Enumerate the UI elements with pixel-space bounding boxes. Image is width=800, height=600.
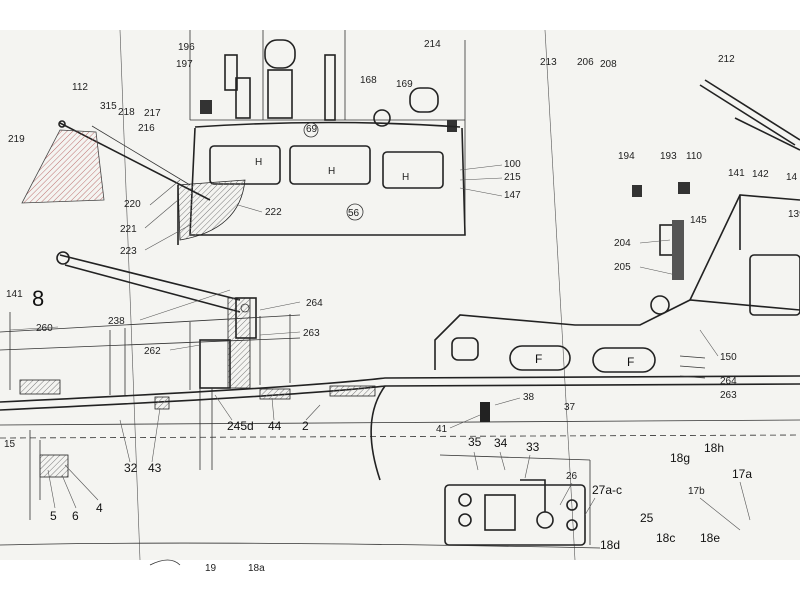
part-label-264b: 264 [720, 376, 737, 387]
part-label-38: 38 [523, 392, 535, 403]
part-label-263a: 263 [303, 328, 320, 339]
part-label-35: 35 [468, 435, 482, 449]
paper-fold-crease [544, 29, 576, 561]
part-label-197: 197 [176, 59, 193, 70]
railing-drawing [0, 312, 301, 395]
part-label-208: 208 [600, 59, 617, 70]
wheelhouse-drawing: H H H [177, 30, 466, 245]
part-label-4: 4 [96, 501, 103, 515]
window-label: F [627, 355, 634, 369]
part-label-44: 44 [268, 419, 282, 433]
part-label-204: 204 [614, 238, 631, 249]
part-label-32: 32 [124, 461, 138, 475]
part-label-27a-c: 27a-c [592, 483, 622, 497]
part-label-110: 110 [686, 151, 702, 162]
part-label-14: 14 [786, 172, 798, 183]
part-label-245d: 245d [227, 419, 254, 433]
part-label-222: 222 [265, 207, 282, 218]
part-label-69: 69 [306, 124, 318, 135]
part-label-221: 221 [120, 224, 137, 235]
window-label: H [402, 172, 409, 183]
part-label-214: 214 [424, 39, 441, 50]
part-label-315: 315 [100, 101, 117, 112]
part-label-169: 169 [396, 79, 413, 90]
part-label-15: 15 [4, 439, 16, 450]
part-label-18a: 18a [248, 563, 265, 574]
part-label-194: 194 [618, 151, 635, 162]
part-label-33: 33 [526, 440, 540, 454]
part-label-145: 145 [690, 215, 707, 226]
part-label-196: 196 [178, 42, 195, 53]
part-label-34: 34 [494, 436, 508, 450]
part-label-8: 8 [32, 286, 44, 311]
flagstaff-drawing [21, 120, 211, 204]
part-label-17a: 17a [732, 467, 752, 481]
part-label-37: 37 [564, 402, 576, 413]
part-label-215: 215 [504, 172, 521, 183]
part-label-43: 43 [148, 461, 162, 475]
part-label-238: 238 [108, 316, 125, 327]
part-label-264a: 264 [306, 298, 323, 309]
paper-fold-crease [119, 29, 141, 561]
part-label-25: 25 [640, 511, 654, 525]
part-label-142: 142 [752, 169, 769, 180]
part-label-260: 260 [36, 323, 53, 334]
part-label-141: 141 [728, 168, 745, 179]
part-label-19: 19 [205, 563, 217, 574]
part-label-223: 223 [120, 246, 137, 257]
part-label-205: 205 [614, 262, 631, 273]
part-label-213: 213 [540, 57, 557, 68]
part-label-2: 2 [302, 419, 309, 433]
part-label-6: 6 [72, 509, 79, 523]
part-label-212: 212 [718, 54, 735, 65]
paper-background [0, 30, 800, 560]
part-label-18c: 18c [656, 531, 675, 545]
part-label-147: 147 [504, 190, 521, 201]
part-label-18e: 18e [700, 531, 720, 545]
part-label-18g: 18g [670, 451, 690, 465]
part-label-56: 56 [348, 208, 360, 219]
part-label-5: 5 [50, 509, 57, 523]
part-label-217: 217 [144, 108, 161, 119]
window-label: H [255, 157, 262, 168]
window-label: H [328, 166, 335, 177]
part-label-220: 220 [124, 199, 141, 210]
part-label-206: 206 [577, 57, 594, 68]
crane-drawing [56, 251, 257, 470]
part-label-219: 219 [8, 134, 25, 145]
deckhouse-right-drawing [632, 79, 800, 316]
part-label-139: 139 [788, 209, 800, 220]
part-label-100: 100 [504, 159, 521, 170]
center-deckhouse-drawing: F F [434, 299, 800, 379]
window-label: F [535, 352, 542, 366]
part-label-150: 150 [720, 352, 737, 363]
part-label-262: 262 [144, 346, 161, 357]
part-label-216: 216 [138, 123, 155, 134]
part-label-218: 218 [118, 107, 135, 118]
part-label-168: 168 [360, 75, 377, 86]
hull-deck-drawing [0, 375, 800, 520]
part-label-41: 41 [436, 424, 448, 435]
part-label-112: 112 [72, 82, 88, 93]
part-label-193: 193 [660, 151, 677, 162]
part-label-18d: 18d [600, 538, 620, 552]
part-label-17b: 17b [688, 486, 705, 497]
part-label-263b: 263 [720, 390, 737, 401]
part-label-26: 26 [566, 471, 578, 482]
part-label-141b: 141 [6, 289, 23, 300]
part-label-18h: 18h [704, 441, 724, 455]
